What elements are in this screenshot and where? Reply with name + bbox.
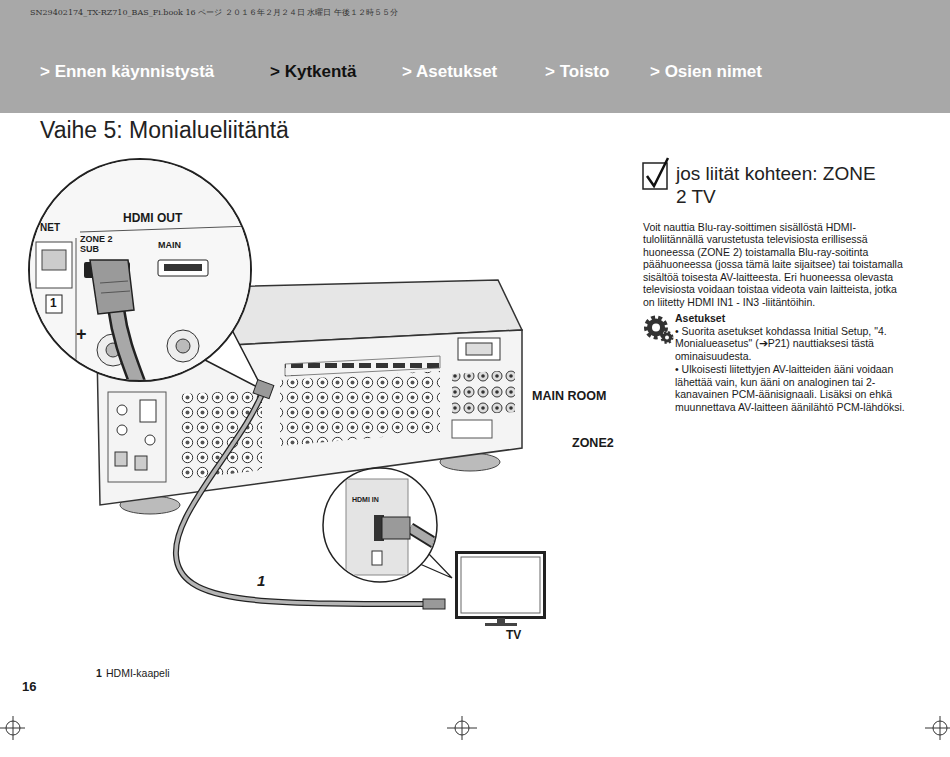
zone2-region: ZONE2TV (268, 398, 620, 652)
nav-tab: > Ennen käynnistystä (40, 62, 214, 82)
hdmi-out-zoom-shape (28, 158, 252, 382)
hdmi-cable (176, 392, 423, 604)
hdmi-plug (423, 599, 445, 609)
port-label: HDMI IN (352, 496, 379, 504)
tv-shape (455, 551, 547, 643)
room-label: ZONE2 (572, 436, 614, 451)
nav-tab: > Asetukset (402, 62, 497, 82)
nav-tab: > Osien nimet (650, 62, 762, 82)
room-label: MAIN ROOM (532, 389, 606, 404)
print-slug: SN29402174_TX-RZ710_BAS_Fi.book 16 ページ ２… (30, 8, 398, 18)
nav-tab: > Toisto (545, 62, 609, 82)
callout-number: 1 (257, 572, 265, 590)
hdmi-in-zoom-shape (322, 467, 438, 583)
page-number: 16 (22, 679, 36, 695)
hdmi-plug (253, 380, 274, 399)
port-label: MAIN (158, 240, 181, 251)
terminal-number: 1 (50, 296, 57, 310)
zone2-region-shape (268, 398, 620, 652)
polarity-mark: + (76, 324, 87, 346)
port-label: ZONE 2 SUB (80, 234, 122, 255)
port-label: NET (40, 222, 60, 234)
callout-number: 1 (96, 667, 102, 680)
body-text: Voit nauttia Blu-ray-soittimen sisällöst… (643, 221, 908, 308)
hdmi-cable (176, 392, 423, 604)
settings-bullet: • Ulkoisesti liitettyjen AV-laitteiden ä… (675, 363, 907, 413)
settings-gear-icon (647, 318, 672, 342)
hdmi-out-zoom: NET HDMI OUTZONE 2 SUB MAIN 1 + (28, 158, 252, 382)
settings-heading: Asetukset (675, 312, 725, 325)
section-heading: jos liität kohteen: ZONE 2 TV (676, 163, 876, 209)
nav-tab-active: > Kytkentä (270, 62, 356, 82)
caption-text: HDMI-kaapeli (106, 667, 170, 680)
device-label: TV (506, 628, 521, 642)
port-group-label: HDMI OUT (123, 211, 182, 225)
crop-mark (0, 0, 950, 740)
hdmi-in-zoom: HDMI IN (322, 467, 438, 583)
page-title: Vaihe 5: Monialueliitäntä (40, 117, 289, 145)
checkbox-icon (643, 158, 668, 189)
settings-bullet: • Suorita asetukset kohdassa Initial Set… (675, 325, 907, 362)
tv: TV (455, 551, 547, 646)
